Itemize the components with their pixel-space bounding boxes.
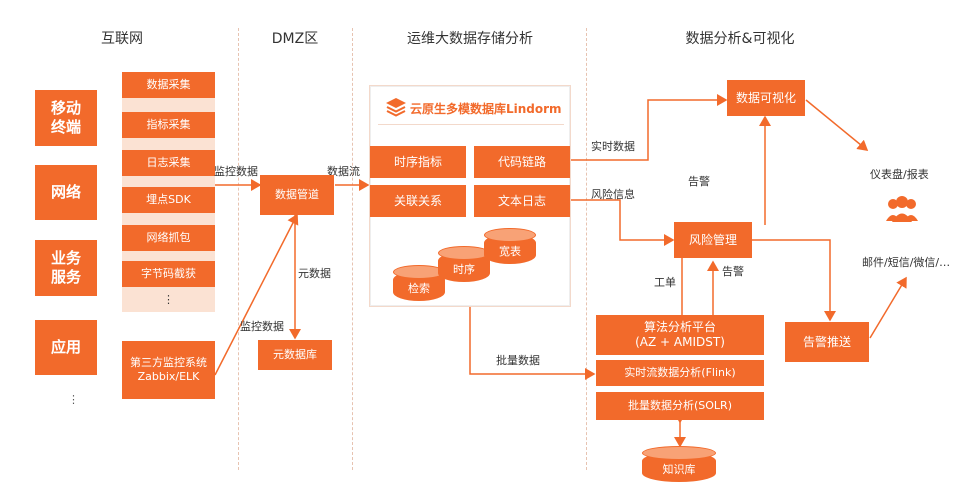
engine-timeseries-label: 时序	[453, 263, 475, 276]
engine-search-label: 检索	[408, 282, 430, 295]
dashboard-label: 仪表盘/报表	[870, 168, 929, 181]
knowledge-base-label: 知识库	[662, 463, 696, 476]
collect-item-log[interactable]: 日志采集	[122, 150, 215, 176]
source-mobile-terminal[interactable]: 移动终端	[35, 90, 97, 146]
collect-item-data[interactable]: 数据采集	[122, 72, 215, 98]
algo-platform-title: 算法分析平台	[643, 320, 716, 334]
engine-timeseries[interactable]: 时序	[438, 246, 490, 282]
collect-item-metric[interactable]: 指标采集	[122, 112, 215, 138]
knowledge-base[interactable]: 知识库	[642, 446, 716, 482]
divider-2	[352, 28, 353, 470]
algo-platform[interactable]: 算法分析平台 (AZ + AMIDST)	[596, 315, 764, 355]
edge-label-workorder: 工单	[654, 276, 676, 289]
edge-label-metadata: 元数据	[298, 267, 331, 280]
engine-search[interactable]: 检索	[393, 265, 445, 301]
users-group-icon	[884, 195, 920, 223]
section-title-internet: 互联网	[101, 31, 143, 47]
metadata-db[interactable]: 元数据库	[258, 340, 332, 370]
section-title-ops: 运维大数据存储分析	[407, 31, 533, 47]
channels-label: 邮件/短信/微信/…	[862, 256, 951, 269]
engine-widetable[interactable]: 宽表	[484, 228, 536, 264]
section-title-analysis: 数据分析&可视化	[685, 31, 795, 47]
edge-label-batch: 批量数据	[496, 354, 540, 367]
source-business-service[interactable]: 业务服务	[35, 240, 97, 296]
collect-more: ⋮	[163, 293, 174, 306]
data-pipeline[interactable]: 数据管道	[260, 175, 334, 215]
divider-3	[586, 28, 587, 470]
lindorm-logo-icon	[385, 97, 407, 117]
edge-label-monitor-2: 监控数据	[240, 320, 284, 333]
sources-more: ⋮	[68, 393, 79, 406]
lindorm-box-relation[interactable]: 关联关系	[370, 185, 466, 217]
algo-platform-subtitle: (AZ + AMIDST)	[635, 335, 725, 349]
edge-label-risk-info: 风险信息	[591, 188, 635, 201]
collect-item-sdk[interactable]: 埋点SDK	[122, 187, 215, 213]
lindorm-title-underline	[378, 124, 564, 125]
edge-label-monitor-1: 监控数据	[214, 165, 258, 178]
lindorm-box-timeseries-metric[interactable]: 时序指标	[370, 146, 466, 178]
section-title-dmz: DMZ区	[271, 31, 319, 47]
edge-label-alert-1: 告警	[688, 175, 710, 188]
engine-widetable-label: 宽表	[499, 245, 521, 258]
solr-batch-analysis[interactable]: 批量数据分析(SOLR)	[596, 392, 764, 420]
collect-item-capture[interactable]: 网络抓包	[122, 225, 215, 251]
alarm-push[interactable]: 告警推送	[785, 322, 869, 362]
edge-label-dataflow: 数据流	[327, 165, 360, 178]
source-application[interactable]: 应用	[35, 320, 97, 375]
edge-label-alert-2: 告警	[722, 265, 744, 278]
lindorm-box-text-log[interactable]: 文本日志	[474, 185, 570, 217]
flink-realtime-analysis[interactable]: 实时流数据分析(Flink)	[596, 360, 764, 386]
divider-1	[238, 28, 239, 470]
third-party-monitor[interactable]: 第三方监控系统 Zabbix/ELK	[122, 341, 215, 399]
data-visualization[interactable]: 数据可视化	[727, 80, 805, 116]
risk-management[interactable]: 风险管理	[674, 222, 752, 258]
edge-label-realtime: 实时数据	[591, 140, 635, 153]
lindorm-title: 云原生多模数据库Lindorm	[410, 102, 562, 116]
collect-item-bytecode[interactable]: 字节码截获	[122, 261, 215, 287]
lindorm-box-code-trace[interactable]: 代码链路	[474, 146, 570, 178]
source-network[interactable]: 网络	[35, 165, 97, 220]
